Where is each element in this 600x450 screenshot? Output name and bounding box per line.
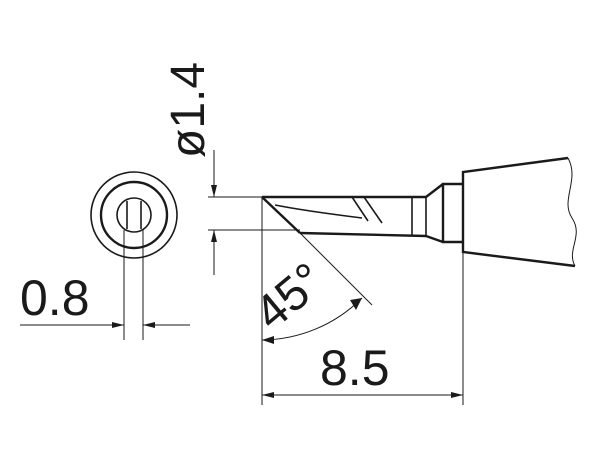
thickness-arrow-right — [143, 322, 155, 328]
diameter-arrow-bottom — [211, 230, 217, 242]
end-view-inner-circle — [99, 180, 169, 250]
angle-arc — [261, 297, 363, 341]
length-arrow-left — [262, 392, 274, 398]
diameter-arrow-top — [211, 185, 217, 197]
taper-bottom — [425, 234, 444, 244]
end-view-core-circle — [116, 197, 152, 233]
tip-end-view — [90, 171, 178, 259]
angle-arrow-bottom — [262, 336, 274, 344]
thickness-label: 0.8 — [20, 270, 90, 326]
end-view-outer-circle — [90, 171, 178, 259]
length-dimension: 8.5 — [262, 252, 464, 405]
diameter-dimension: ø1.4 — [162, 62, 300, 275]
barrel-outline — [461, 156, 576, 268]
diameter-label: ø1.4 — [162, 62, 215, 158]
thickness-arrow-left — [112, 322, 124, 328]
twist-stripe-right — [363, 196, 383, 224]
angle-bevel-extension — [299, 232, 373, 306]
angle-label: 45° — [245, 253, 335, 340]
taper-top — [425, 183, 444, 198]
collar-outline — [441, 182, 463, 244]
tip-side-view — [261, 156, 577, 268]
bevel-face — [261, 196, 301, 234]
shaft-bottom-edge — [299, 231, 427, 238]
twist-stripe-left — [351, 196, 369, 222]
length-arrow-right — [451, 392, 463, 398]
thickness-dimension: 0.8 — [20, 230, 190, 340]
length-label: 8.5 — [320, 340, 390, 396]
barrel-break-line — [567, 157, 577, 267]
angle-arrow-top — [350, 298, 362, 310]
bevel-curve — [274, 204, 363, 219]
